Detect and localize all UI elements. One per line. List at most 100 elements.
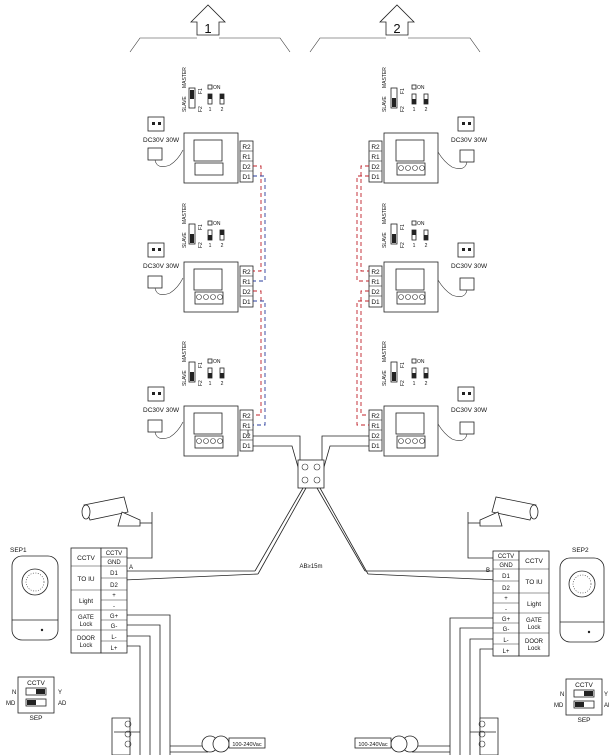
svg-text:2: 2 xyxy=(425,381,428,387)
svg-text:F2: F2 xyxy=(198,106,204,112)
svg-text:1: 1 xyxy=(413,107,416,113)
dip-switch-right-3: SLAVE MASTER F1 F2 ON 1 2 xyxy=(382,341,429,387)
svg-text:SLAVE: SLAVE xyxy=(382,96,388,112)
svg-text:ON: ON xyxy=(417,221,425,227)
power-socket-icon xyxy=(147,386,165,402)
svg-text:DOOR: DOOR xyxy=(525,639,544,645)
svg-text:D1: D1 xyxy=(371,174,380,181)
sep2-name: SEP2 xyxy=(572,547,589,554)
svg-text:R1: R1 xyxy=(371,154,380,161)
terminal-block-right-2: R2 R1 D2 D1 xyxy=(368,265,383,308)
sep1-name: SEP1 xyxy=(10,547,27,554)
wiring-left-locks xyxy=(127,614,208,755)
power-socket-icon xyxy=(457,386,475,402)
svg-text:GATE: GATE xyxy=(526,618,542,624)
svg-text:R1: R1 xyxy=(371,279,380,286)
svg-text:Y: Y xyxy=(58,690,62,696)
lock-terminals-left xyxy=(111,717,140,755)
svg-text:+: + xyxy=(112,593,116,599)
svg-text:D2: D2 xyxy=(110,583,118,589)
svg-text:MASTER: MASTER xyxy=(382,67,388,88)
svg-text:D1: D1 xyxy=(242,174,251,181)
svg-text:AD: AD xyxy=(604,703,609,709)
dip-switch-right-2: SLAVE MASTER F1 F2 ON 1 2 xyxy=(382,203,429,249)
doorbell-station-icon xyxy=(11,555,59,641)
svg-text:R1: R1 xyxy=(371,423,380,430)
indoor-unit-right-3: SLAVE MASTER F1 F2 ON 1 2 DC30V 30W xyxy=(382,341,488,457)
bus-wiring: AB≥15m xyxy=(100,430,520,582)
dip-switch-left-1: SLAVE MASTER F1 F2 ON 1 2 xyxy=(182,67,225,113)
svg-text:R2: R2 xyxy=(242,269,251,276)
indoor-unit-left-3: SLAVE MASTER F1 F2 ON 1 2 DC30V 30W xyxy=(143,341,239,457)
svg-text:ON: ON xyxy=(213,85,221,91)
svg-text:D1: D1 xyxy=(502,574,510,580)
power-label: DC30V 30W xyxy=(451,137,488,144)
power-label: DC30V 30W xyxy=(451,407,488,414)
svg-text:ON: ON xyxy=(417,85,425,91)
terminal-block-left-3: R2 R1 D2 D1 xyxy=(239,409,254,452)
svg-text:F2: F2 xyxy=(400,242,406,248)
power-label: DC30V 30W xyxy=(143,407,180,414)
power-adapter-icon xyxy=(459,277,475,291)
svg-text:MASTER: MASTER xyxy=(382,341,388,362)
svg-text:2: 2 xyxy=(425,107,428,113)
svg-text:1: 1 xyxy=(209,243,212,249)
svg-text:SEP: SEP xyxy=(577,717,590,724)
svg-text:SEP: SEP xyxy=(29,715,42,722)
svg-text:CCTV: CCTV xyxy=(525,558,543,565)
svg-text:D2: D2 xyxy=(242,289,251,296)
svg-text:R2: R2 xyxy=(242,413,251,420)
power-socket-icon xyxy=(147,242,165,258)
power-adapter-icon xyxy=(147,147,163,161)
svg-text:F1: F1 xyxy=(198,88,204,94)
power-label: DC30V 30W xyxy=(143,137,180,144)
svg-text:F2: F2 xyxy=(198,242,204,248)
svg-text:-: - xyxy=(113,604,115,610)
svg-text:SLAVE: SLAVE xyxy=(182,370,188,386)
terminal-panel-right: CCTV TO IU Light GATE Lock DOOR Lock CCT… xyxy=(486,550,550,657)
svg-text:L-: L- xyxy=(111,635,116,641)
camera-left xyxy=(81,496,153,559)
svg-text:2: 2 xyxy=(221,381,224,387)
svg-text:2: 2 xyxy=(425,243,428,249)
svg-text:MASTER: MASTER xyxy=(182,67,188,88)
distance-label: AB≥15m xyxy=(300,564,323,570)
svg-text:G-: G- xyxy=(503,627,510,633)
power-socket-icon xyxy=(457,116,475,132)
svg-text:Light: Light xyxy=(79,598,93,605)
svg-text:F1: F1 xyxy=(198,362,204,368)
slave-links xyxy=(253,165,369,426)
svg-text:R2: R2 xyxy=(371,413,380,420)
power-adapter-icon xyxy=(459,149,475,163)
svg-text:D2: D2 xyxy=(371,164,380,171)
dip-switch-right-1: SLAVE MASTER F1 F2 ON 1 2 xyxy=(382,67,429,113)
terminal-block-left-1: R2 R1 D2 D1 xyxy=(239,140,254,183)
svg-text:Lock: Lock xyxy=(528,625,542,631)
zone-1-label: 1 xyxy=(204,21,211,36)
svg-text:G-: G- xyxy=(111,624,118,630)
svg-text:L+: L+ xyxy=(111,646,118,652)
indoor-unit-right-2: SLAVE MASTER F1 F2 ON 1 2 DC30V 30W xyxy=(382,203,488,313)
sep-switch-left: CCTV N MD Y AD SEP xyxy=(6,676,67,722)
svg-text:G+: G+ xyxy=(110,614,119,620)
power-adapter-icon xyxy=(147,419,163,433)
power-label: DC30V 30W xyxy=(143,263,180,270)
sep-switch-right: CCTV N MD Y AD SEP xyxy=(554,678,609,724)
svg-text:R1: R1 xyxy=(242,279,251,286)
terminal-block-right-3: R2 R1 D2 D1 xyxy=(368,409,383,452)
svg-text:D2: D2 xyxy=(242,433,251,440)
svg-text:F1: F1 xyxy=(198,224,204,230)
svg-text:R2: R2 xyxy=(371,144,380,151)
svg-text:F1: F1 xyxy=(400,362,406,368)
camera-right xyxy=(467,496,539,559)
svg-text:MASTER: MASTER xyxy=(382,203,388,224)
power-socket-icon xyxy=(147,116,165,132)
svg-text:F1: F1 xyxy=(400,88,406,94)
svg-text:D1: D1 xyxy=(242,299,251,306)
svg-text:CCTV: CCTV xyxy=(77,555,95,562)
svg-text:SLAVE: SLAVE xyxy=(382,370,388,386)
svg-text:CCTV: CCTV xyxy=(106,551,122,557)
dip-switch-left-2: SLAVE MASTER F1 F2 ON 1 2 xyxy=(182,203,225,249)
zone-2-arrow-icon xyxy=(379,4,415,36)
monitor-icon xyxy=(383,132,439,184)
